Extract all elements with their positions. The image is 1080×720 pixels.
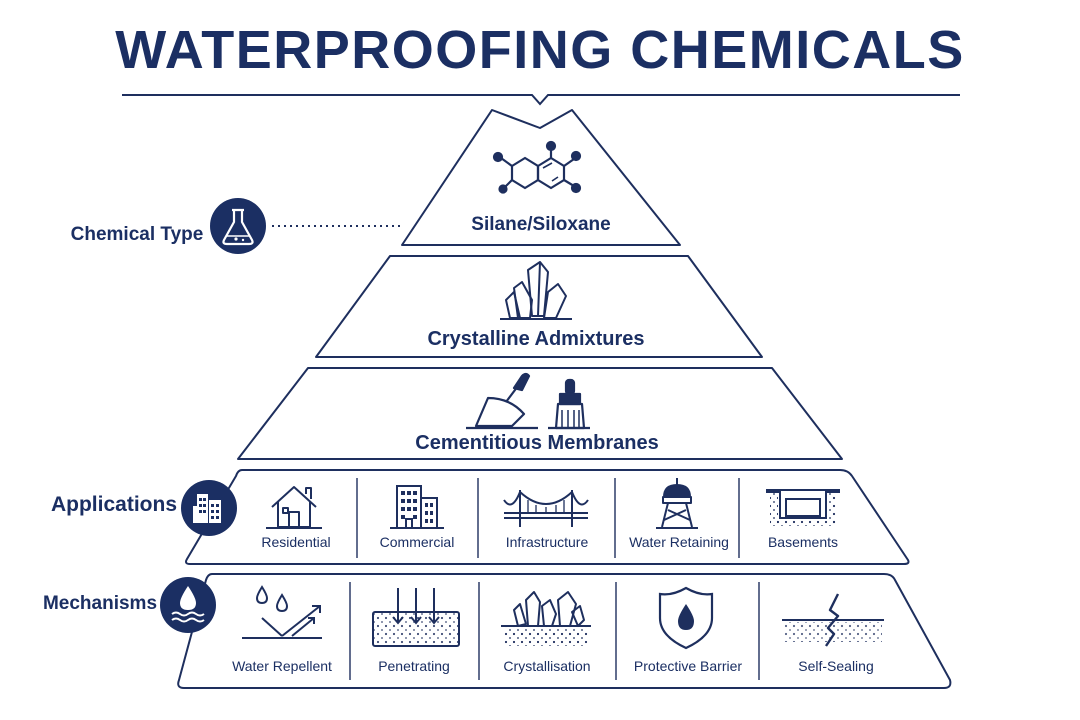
water-drop-waves-icon — [160, 577, 216, 633]
tier-silane-siloxane — [401, 109, 681, 246]
tier-crystalline-admixtures — [315, 255, 763, 358]
tier-label-crystalline: Crystalline Admixtures — [427, 328, 644, 350]
crystal-icon — [500, 261, 572, 320]
application-label-residential: Residential — [261, 534, 330, 550]
water-tower-icon — [656, 478, 698, 529]
tier-cementitious-membranes — [237, 367, 843, 460]
mechanism-label-crystallisation: Crystallisation — [503, 658, 590, 674]
page-title: WATERPROOFING CHEMICALS — [115, 20, 964, 80]
application-label-basements: Basements — [768, 534, 838, 550]
mechanisms-dividers — [349, 582, 760, 680]
office-building-icon — [390, 485, 444, 529]
application-label-commercial: Commercial — [380, 534, 455, 550]
bridge-icon — [503, 490, 589, 527]
side-label-mechanisms: Mechanisms — [43, 593, 157, 614]
mechanism-label-self-sealing: Self-Sealing — [798, 658, 874, 674]
mechanism-label-protective-barrier: Protective Barrier — [634, 658, 742, 674]
water-repellent-icon — [242, 585, 322, 639]
side-label-applications: Applications — [51, 493, 177, 516]
buildings-icon — [181, 480, 237, 536]
basement-icon — [766, 489, 840, 526]
house-icon — [266, 486, 322, 529]
flask-icon — [210, 198, 266, 254]
self-sealing-crack-icon — [782, 593, 884, 647]
mechanism-label-water-repellent: Water Repellent — [232, 658, 332, 674]
tier-label-silane: Silane/Siloxane — [471, 214, 610, 235]
mechanisms-band — [177, 573, 952, 689]
application-label-infrastructure: Infrastructure — [506, 534, 589, 550]
applications-dividers — [356, 478, 740, 558]
mechanism-label-penetrating: Penetrating — [378, 658, 450, 674]
shield-drop-icon — [658, 586, 714, 650]
crystallisation-icon — [501, 591, 591, 646]
applications-band — [185, 469, 910, 565]
molecule-icon — [492, 140, 582, 194]
trowel-brush-icon — [466, 372, 590, 430]
tier-label-cementitious: Cementitious Membranes — [415, 432, 658, 454]
application-label-water-retaining: Water Retaining — [629, 534, 729, 550]
side-label-chemical-type: Chemical Type — [71, 224, 204, 245]
title-underline — [122, 94, 960, 106]
penetrating-icon — [372, 588, 460, 647]
